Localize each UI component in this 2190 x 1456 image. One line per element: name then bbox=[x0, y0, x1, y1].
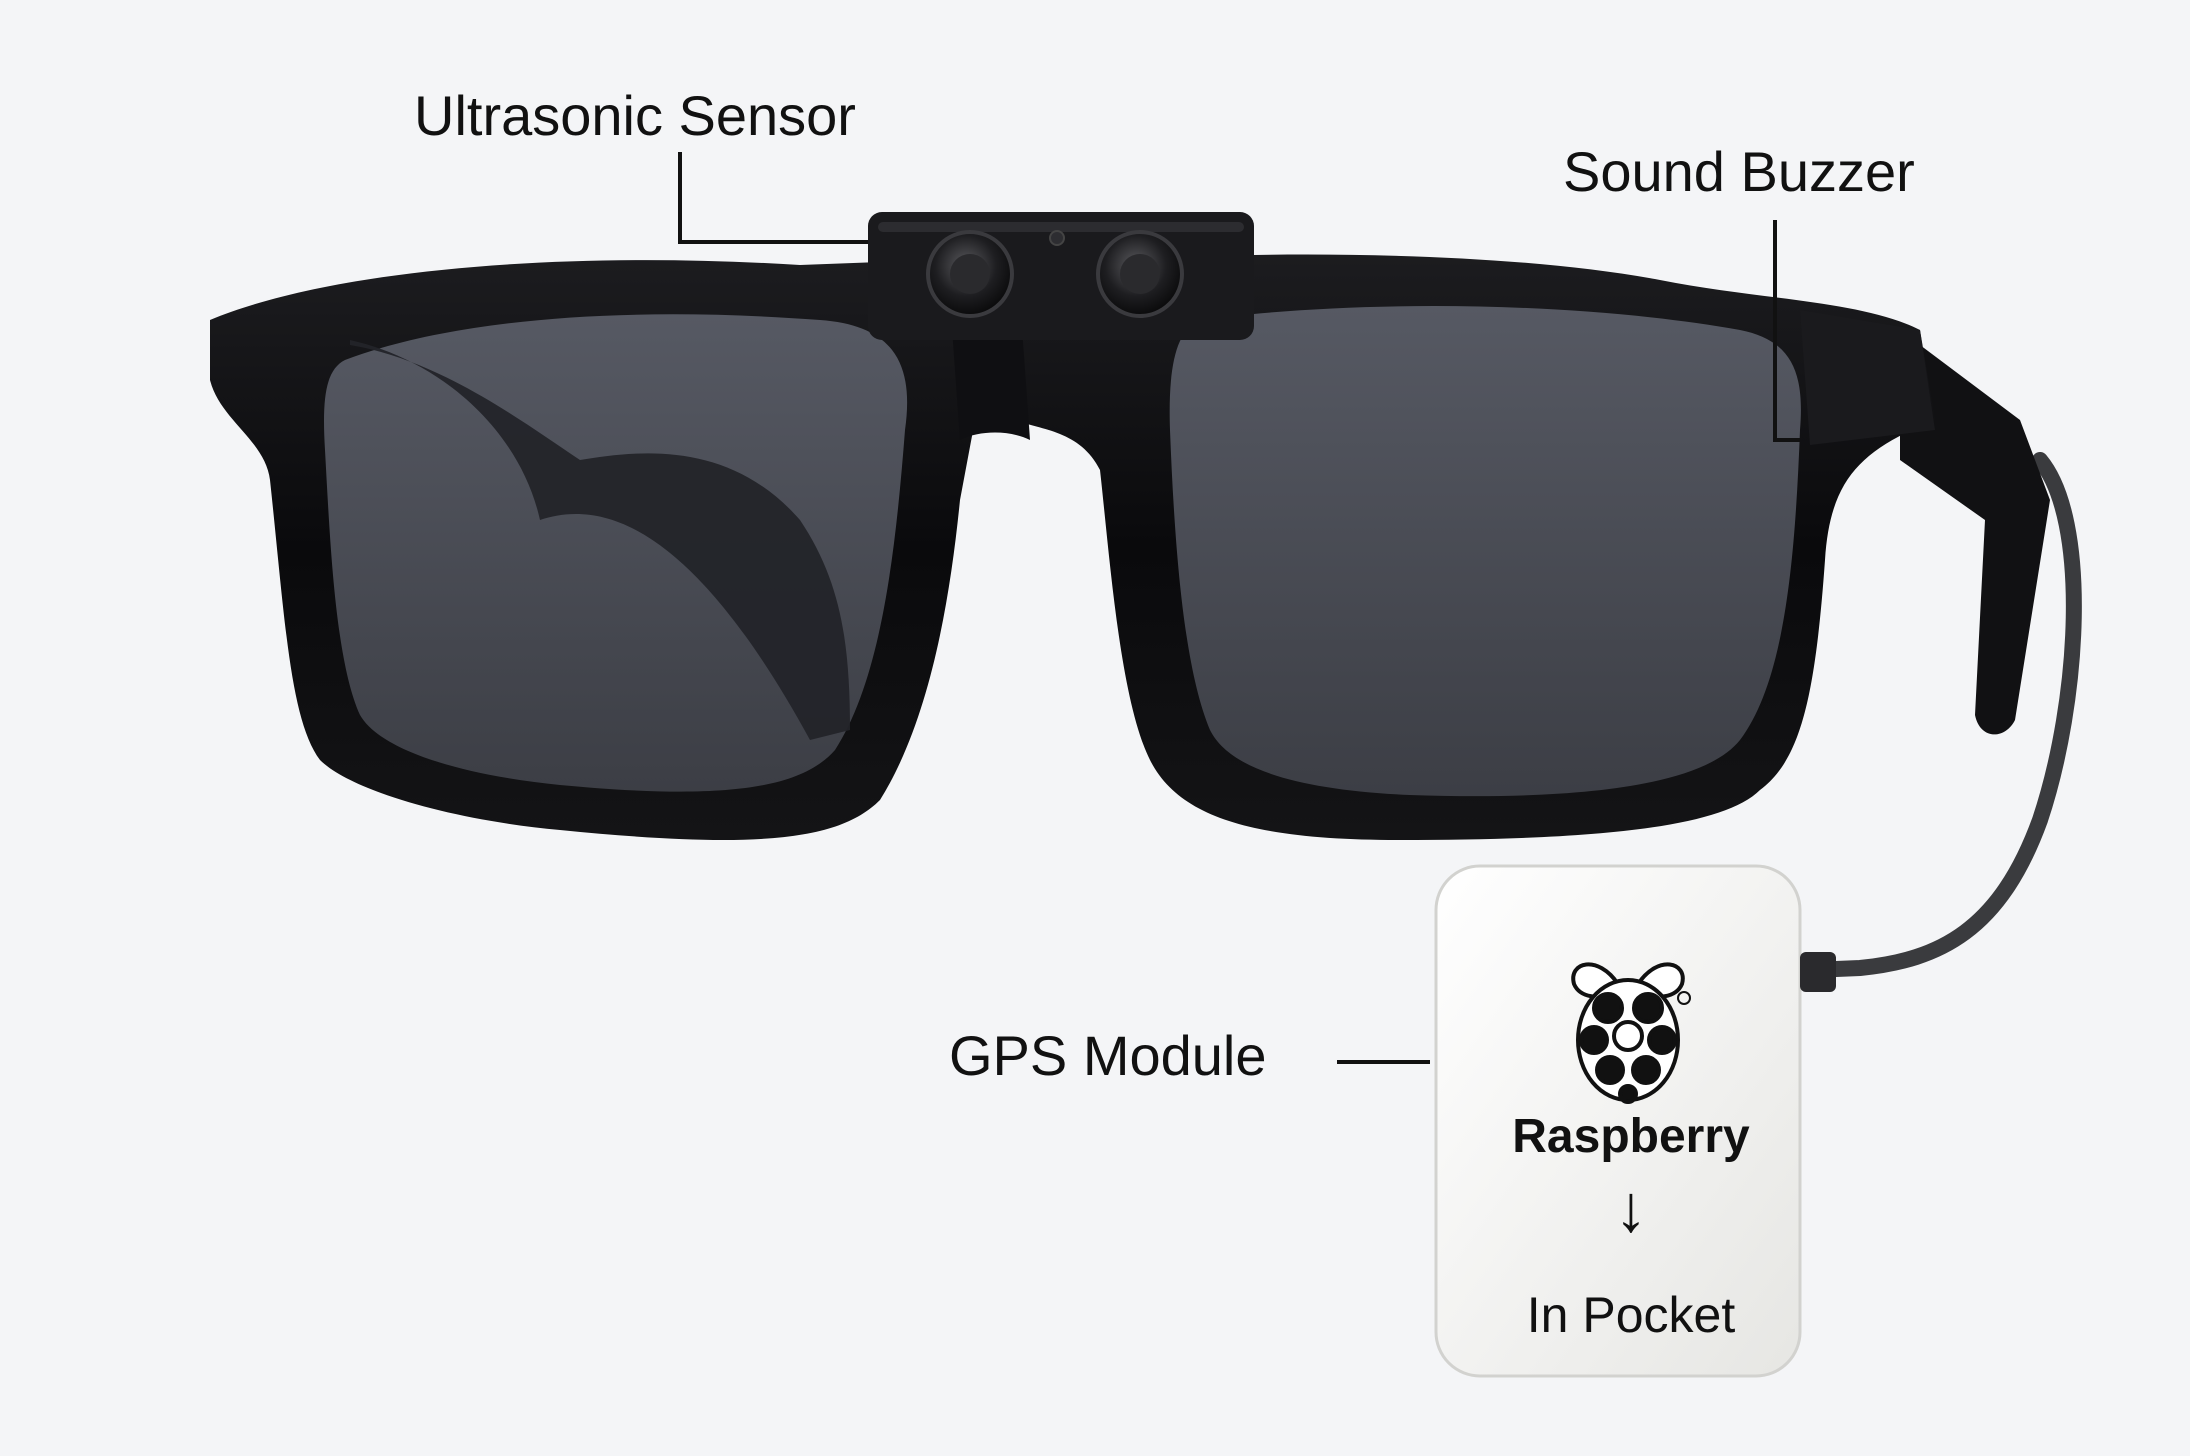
raspberry-logo-icon bbox=[1571, 962, 1691, 1104]
ultrasonic-sensor-label: Ultrasonic Sensor bbox=[414, 84, 856, 147]
sound-buzzer-label: Sound Buzzer bbox=[1563, 140, 1915, 203]
pocket-unit-subtitle: In Pocket bbox=[1526, 1287, 1736, 1343]
hinge bbox=[1800, 310, 1935, 445]
right-lens bbox=[1169, 306, 1801, 797]
pocket-unit bbox=[1434, 864, 1802, 1378]
cable bbox=[1804, 452, 2082, 978]
left-lens bbox=[324, 314, 908, 792]
gps-module-label: GPS Module bbox=[949, 1024, 1267, 1087]
down-arrow-icon: ↓ bbox=[1614, 1171, 1648, 1245]
buzzer-leader bbox=[1773, 220, 1800, 442]
right-temple bbox=[1900, 330, 2050, 735]
status-led bbox=[1049, 230, 1065, 246]
pocket-unit-title: Raspberry bbox=[1512, 1110, 1750, 1163]
ultrasonic-leader bbox=[678, 152, 868, 244]
